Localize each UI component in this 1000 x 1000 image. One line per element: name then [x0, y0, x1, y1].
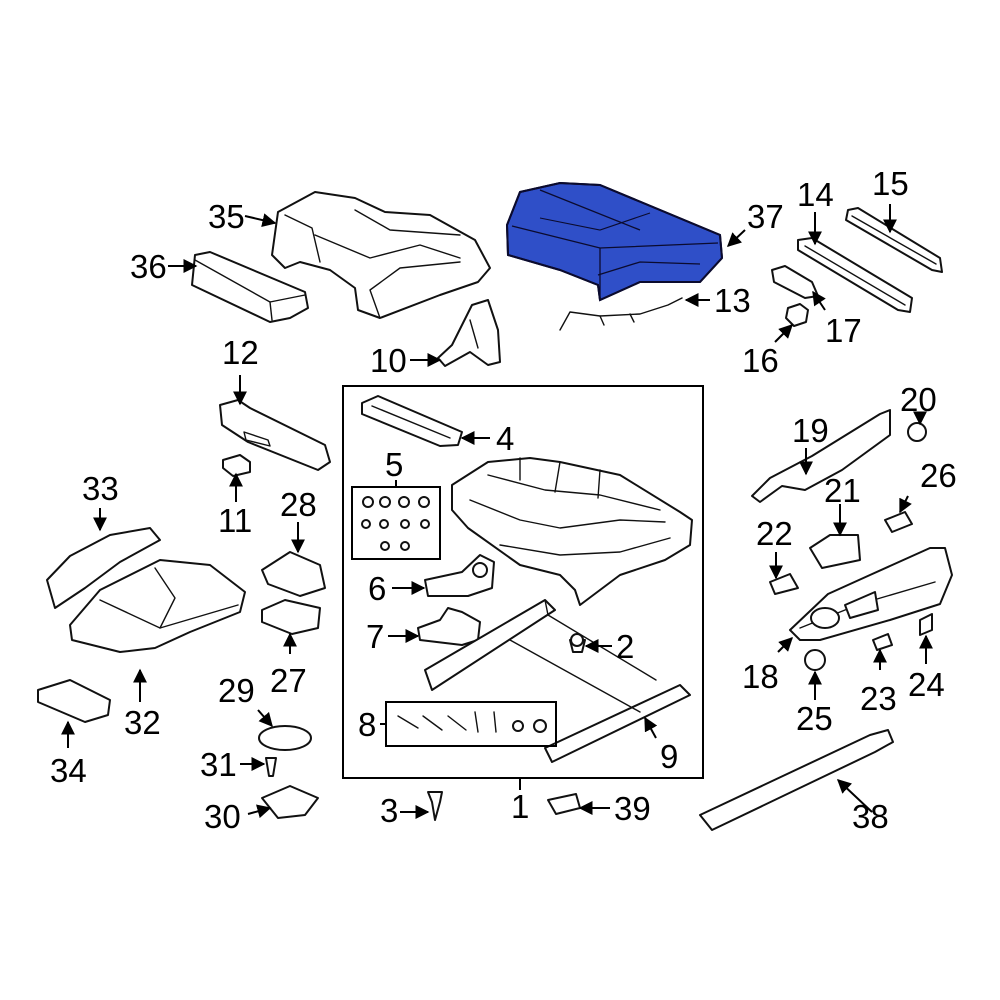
- side-shield-part-18: [789, 547, 953, 641]
- bracket-part-10: [437, 299, 501, 367]
- callout-34: 34: [50, 752, 87, 789]
- knob-part-20: [907, 422, 927, 442]
- callout-32: 32: [124, 704, 161, 741]
- callout-35: 35: [208, 198, 245, 235]
- callout-26: 26: [920, 457, 957, 494]
- callout-11: 11: [218, 502, 252, 539]
- callout-12: 12: [222, 334, 259, 371]
- callout-7: 7: [366, 618, 384, 655]
- callout-21: 21: [824, 472, 861, 509]
- bracket-part-28: [261, 551, 326, 597]
- track-part-9: [424, 599, 691, 763]
- bracket-part-19: [751, 409, 891, 503]
- clip-part-16: [785, 303, 809, 327]
- callout-29: 29: [218, 672, 255, 709]
- bracket-part-17: [771, 265, 819, 299]
- callout-2: 2: [616, 628, 634, 665]
- callout-20: 20: [900, 381, 937, 418]
- leader-lines: [61, 204, 933, 819]
- callout-23: 23: [860, 680, 897, 717]
- callout-25: 25: [796, 700, 833, 737]
- bolt-part-3: [427, 791, 443, 821]
- seat-cushion-frame-part-35: [271, 191, 491, 319]
- callout-9: 9: [660, 738, 678, 775]
- fastener-set-part-5: [361, 496, 430, 551]
- motor-part-6: [424, 554, 495, 597]
- callout-13: 13: [714, 282, 751, 319]
- clip-part-11: [222, 454, 251, 477]
- actuator-part-29: [258, 725, 312, 751]
- module-part-27: [261, 599, 321, 635]
- callout-19: 19: [792, 412, 829, 449]
- callout-18: 18: [742, 658, 779, 695]
- trim-strip-part-38: [699, 729, 894, 831]
- callout-22: 22: [756, 515, 793, 552]
- ring-part-25: [804, 649, 826, 671]
- callout-10: 10: [370, 342, 407, 379]
- callout-1: 1: [511, 788, 529, 825]
- callout-14: 14: [797, 176, 834, 213]
- switch-part-26: [884, 511, 913, 533]
- callout-5: 5: [385, 446, 403, 483]
- trim-panel-part-36: [191, 251, 309, 323]
- callout-27: 27: [270, 662, 307, 699]
- callout-6: 6: [368, 570, 386, 607]
- callout-38: 38: [852, 798, 889, 835]
- seat-cushion-part-37[interactable]: [505, 181, 724, 302]
- seat-frame: [451, 457, 693, 606]
- pan-part-4: [361, 395, 463, 447]
- callout-3: 3: [380, 792, 398, 829]
- bracket-part-30: [261, 785, 319, 819]
- seat-frame-group-box: [342, 385, 704, 779]
- callout-labels: 1 2 3 4 5 6 7 8 9 10 11 12 13 14 15 16 1…: [50, 165, 957, 835]
- callout-39: 39: [614, 790, 651, 827]
- callout-16: 16: [742, 342, 779, 379]
- module-part-21: [809, 534, 861, 569]
- cap-part-24: [919, 613, 933, 636]
- bracket-part-39: [547, 793, 581, 815]
- screw-part-31: [265, 757, 277, 777]
- cushion-part-32: [69, 559, 246, 653]
- bolt-part-2: [569, 633, 586, 653]
- callout-24: 24: [908, 666, 945, 703]
- connector-part-22: [769, 573, 799, 595]
- callout-37: 37: [747, 198, 784, 235]
- callout-8: 8: [358, 706, 376, 743]
- callout-31: 31: [200, 746, 237, 783]
- rail-part-15: [845, 207, 943, 273]
- callout-15: 15: [872, 165, 909, 202]
- bolt-set-part-8: [397, 711, 547, 733]
- wire-part-13: [559, 297, 683, 331]
- callout-17: 17: [825, 312, 862, 349]
- cover-part-34: [37, 679, 111, 723]
- callout-36: 36: [130, 248, 167, 285]
- callout-28: 28: [280, 486, 317, 523]
- pad-part-33: [46, 527, 161, 609]
- callout-30: 30: [204, 798, 241, 835]
- callout-33: 33: [82, 470, 119, 507]
- callout-4: 4: [496, 420, 514, 457]
- cap-part-23: [872, 633, 893, 651]
- motor-part-7: [417, 607, 481, 646]
